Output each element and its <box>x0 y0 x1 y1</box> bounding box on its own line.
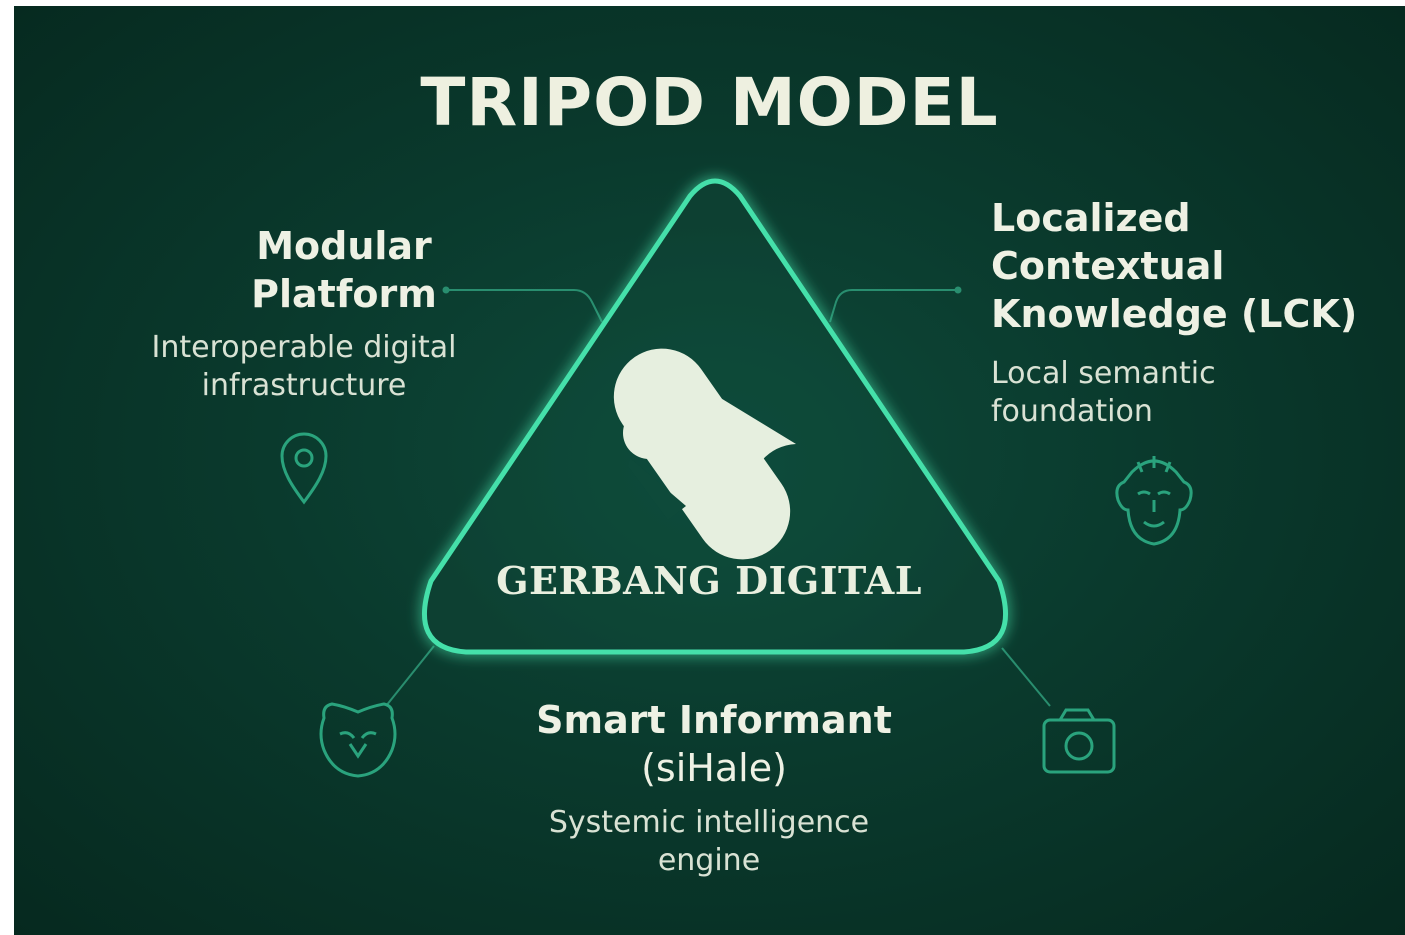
informant-desc-line2: engine <box>657 843 761 878</box>
brand-name: GERBANG DIGITAL <box>496 558 922 603</box>
informant-title-line2: (siHale) <box>641 746 787 790</box>
connector-lck <box>829 289 958 323</box>
lck-title-line3: Knowledge (LCK) <box>991 292 1358 336</box>
modular-title-line1: Modular <box>256 224 432 268</box>
diagram-graphics <box>280 178 1193 778</box>
gerbang-logo-icon <box>613 348 796 560</box>
lck-title-line1: Localized <box>991 196 1191 240</box>
smart-informant-description: Systemic intelligence engine <box>494 804 924 880</box>
camera-icon <box>1042 708 1116 774</box>
informant-desc-line1: Systemic intelligence <box>548 805 870 840</box>
animal-mask-icon <box>319 702 397 778</box>
modular-platform-description: Interoperable digital infrastructure <box>129 329 479 405</box>
lck-desc-line1: Local semantic <box>991 356 1216 391</box>
smart-informant-title: Smart Informant (siHale) <box>494 696 934 792</box>
lck-title-line2: Contextual <box>991 244 1225 288</box>
modular-title-line2: Platform <box>251 272 437 316</box>
connector-modular <box>446 289 603 323</box>
page-title: TRIPOD MODEL <box>420 64 999 141</box>
location-pin-icon <box>280 432 328 505</box>
modular-platform-title: Modular Platform <box>204 222 484 318</box>
connector-lines <box>385 286 1051 707</box>
modular-desc-line2: infrastructure <box>201 368 407 403</box>
diagram-canvas: TRIPOD MODEL Modular Platform Interopera… <box>14 6 1405 935</box>
lck-title: Localized Contextual Knowledge (LCK) <box>991 194 1357 338</box>
lck-desc-line2: foundation <box>991 394 1153 429</box>
mask-face-icon <box>1115 456 1193 546</box>
connector-bottom-left <box>385 645 435 707</box>
lck-description: Local semantic foundation <box>991 355 1216 431</box>
connector-bottom-right <box>1001 647 1051 707</box>
informant-title-line1: Smart Informant <box>536 698 892 742</box>
modular-desc-line1: Interoperable digital <box>151 330 457 365</box>
